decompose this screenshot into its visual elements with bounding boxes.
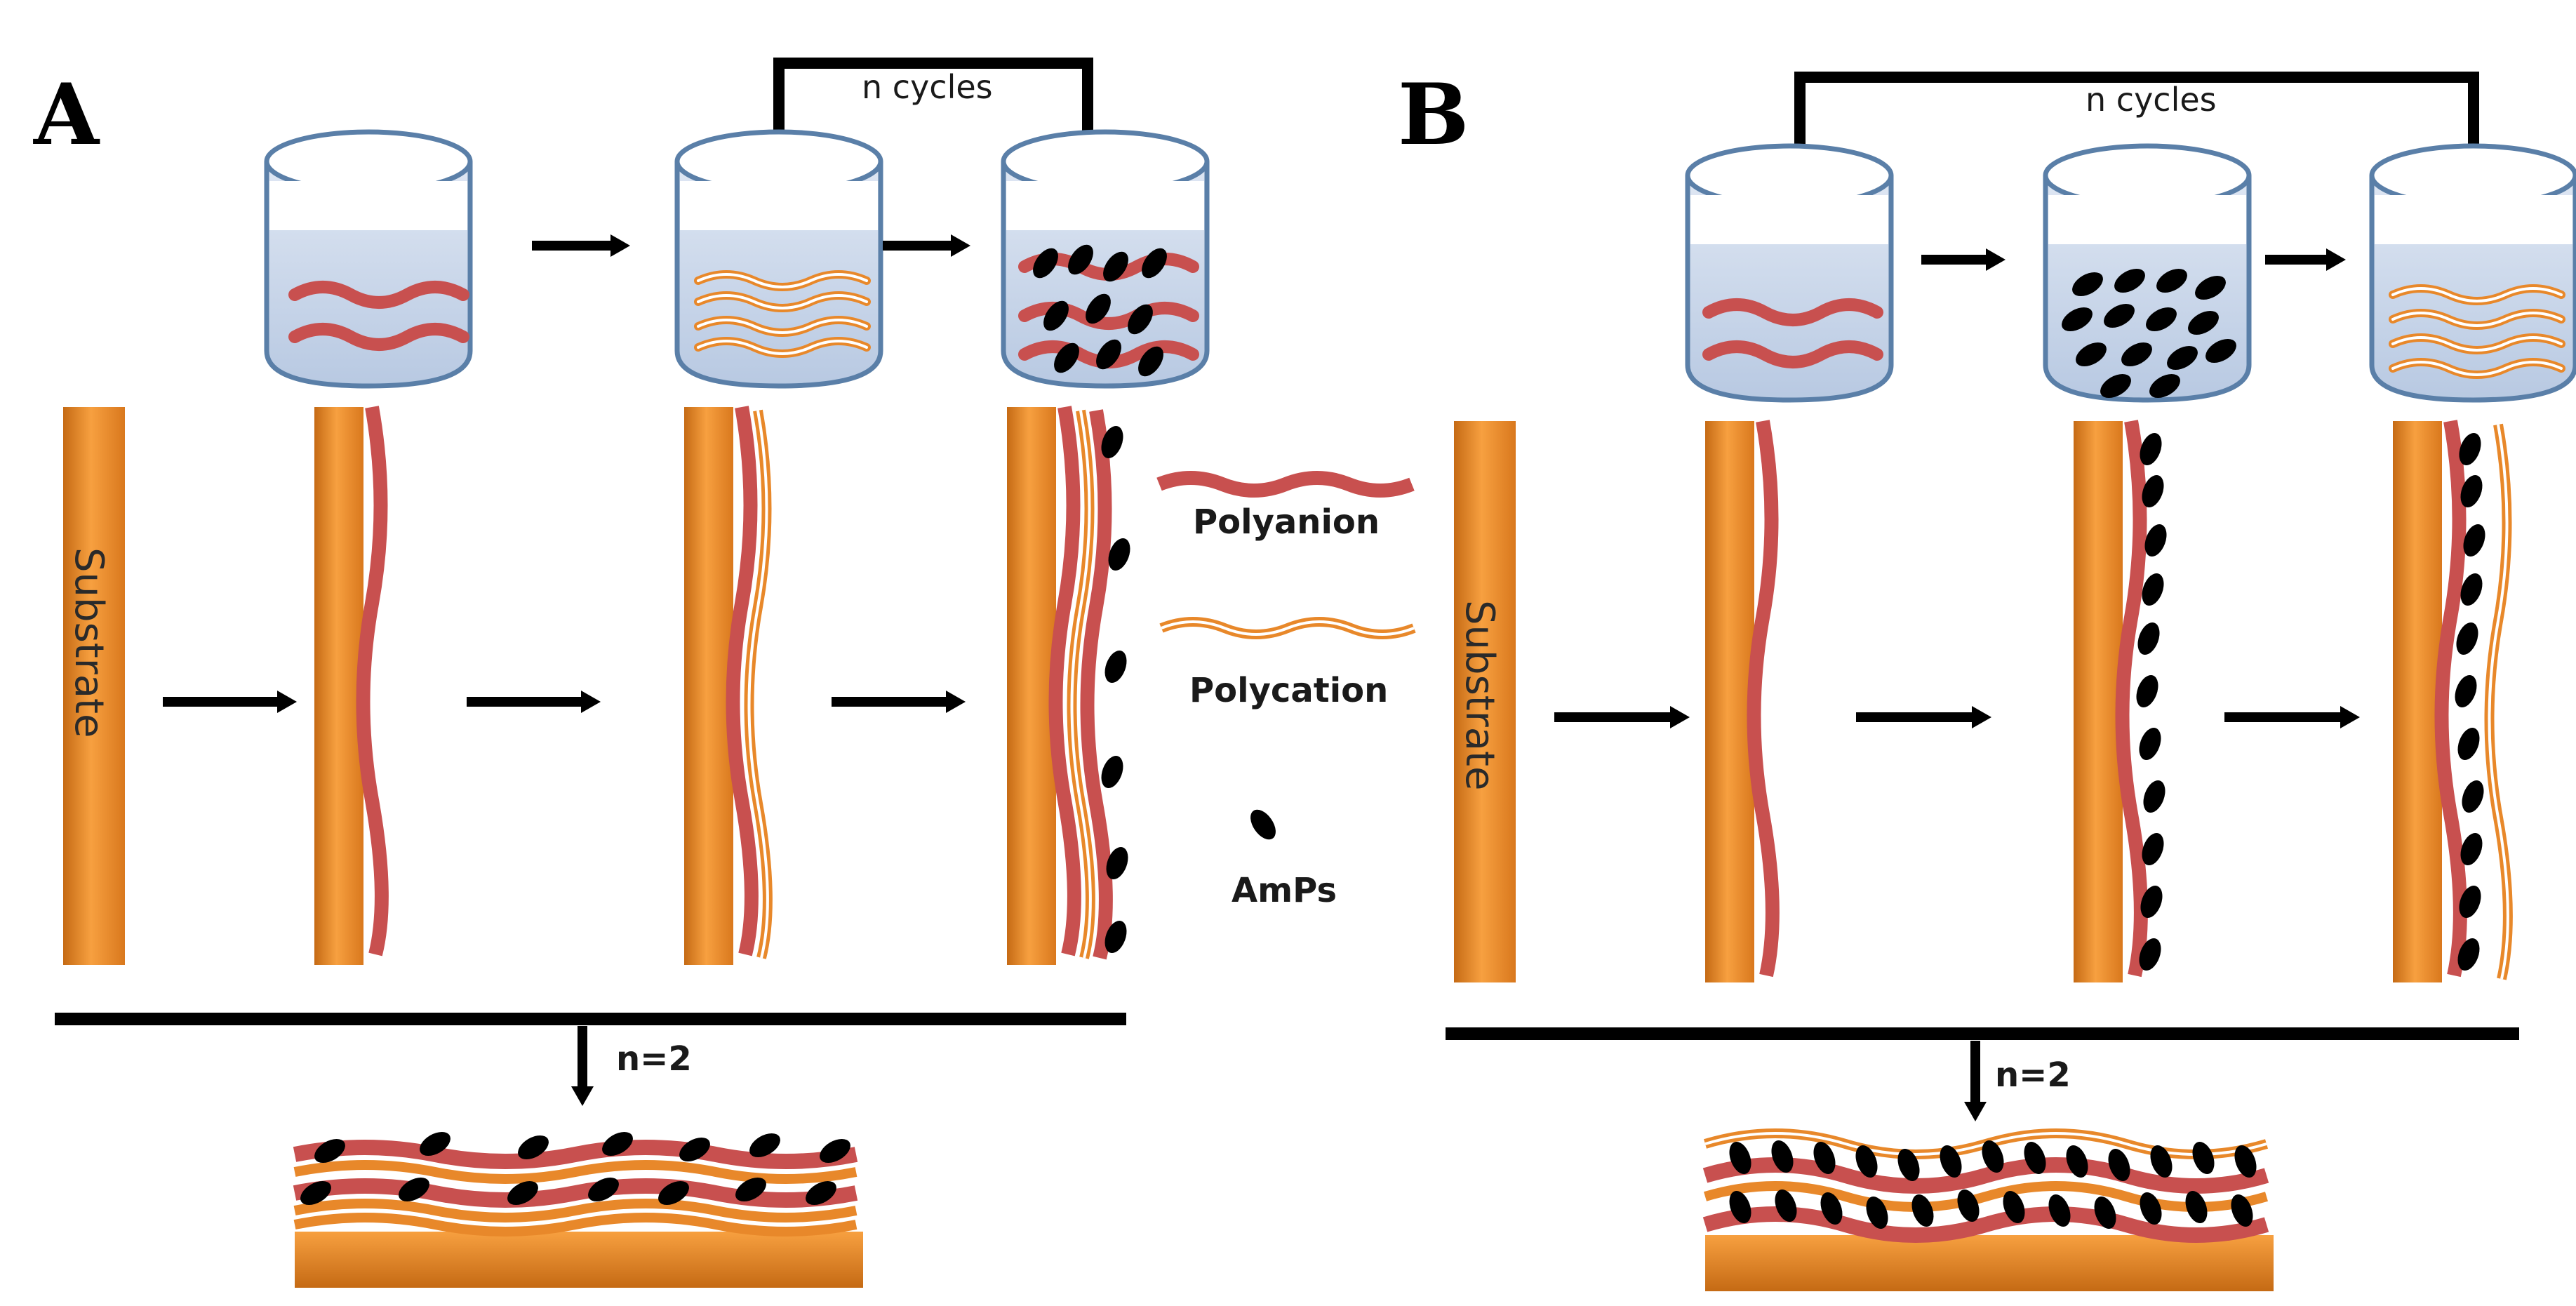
arrow bbox=[532, 234, 630, 257]
multilayer-result bbox=[293, 1126, 863, 1288]
polyanion-layer bbox=[2115, 420, 2148, 978]
panel-a-letter: A bbox=[33, 65, 100, 164]
arrow bbox=[2265, 248, 2346, 271]
legend: Polyanion Polycation AmPs bbox=[1156, 471, 1416, 910]
arrow bbox=[163, 691, 297, 713]
n-label: n=2 bbox=[1995, 1055, 2071, 1095]
arrow bbox=[2224, 706, 2360, 728]
substrate bbox=[2074, 421, 2123, 982]
polyanion-layer bbox=[726, 406, 759, 957]
polyanion-layer bbox=[356, 406, 389, 957]
arrow bbox=[1856, 706, 1991, 728]
beaker-polycation bbox=[677, 132, 881, 386]
substrate bbox=[1007, 407, 1056, 965]
arrow bbox=[883, 234, 970, 257]
beaker-amps bbox=[2046, 146, 2249, 404]
polyanion-layer bbox=[1747, 420, 1780, 978]
legend-polyanion-swatch bbox=[1156, 471, 1415, 498]
polyanion-layer bbox=[2434, 420, 2467, 978]
polyanion-layer bbox=[1048, 406, 1081, 957]
substrate-label: Substrate bbox=[66, 547, 112, 738]
legend-polycation-swatch bbox=[1159, 617, 1416, 639]
panel-b: B n cycles bbox=[1398, 65, 2575, 1291]
substrate bbox=[684, 407, 733, 965]
legend-amps-swatch bbox=[1245, 805, 1281, 844]
beaker-polyanion bbox=[267, 132, 470, 386]
cycle-bracket bbox=[773, 58, 1093, 151]
arrow bbox=[1554, 706, 1690, 728]
substrate bbox=[63, 407, 125, 965]
multilayer-result bbox=[1702, 1128, 2274, 1291]
substrate bbox=[314, 407, 363, 965]
beaker-anion-amps bbox=[1003, 132, 1207, 386]
legend-amps-label: AmPs bbox=[1232, 871, 1337, 910]
beaker-polycation bbox=[2372, 146, 2575, 400]
arrow bbox=[832, 691, 966, 713]
beaker-polyanion bbox=[1688, 146, 1891, 400]
panel-a: A n cycles bbox=[33, 58, 1207, 1288]
panel-b-letter: B bbox=[1398, 65, 1469, 164]
arrow bbox=[1921, 248, 2006, 271]
substrate bbox=[2393, 421, 2442, 982]
polyanion-layer bbox=[1080, 409, 1113, 960]
polycation-layer bbox=[2484, 423, 2513, 980]
cycles-label: n cycles bbox=[862, 68, 993, 106]
arrow bbox=[467, 691, 601, 713]
substrate-label: Substrate bbox=[1457, 600, 1502, 790]
legend-polyanion-label: Polyanion bbox=[1193, 502, 1380, 542]
substrate bbox=[1454, 421, 1516, 982]
substrate bbox=[1705, 421, 1754, 982]
legend-polycation-label: Polycation bbox=[1189, 671, 1388, 710]
cycle-bracket bbox=[1794, 72, 2479, 165]
cycles-label: n cycles bbox=[2086, 81, 2217, 119]
n-label: n=2 bbox=[616, 1039, 692, 1079]
